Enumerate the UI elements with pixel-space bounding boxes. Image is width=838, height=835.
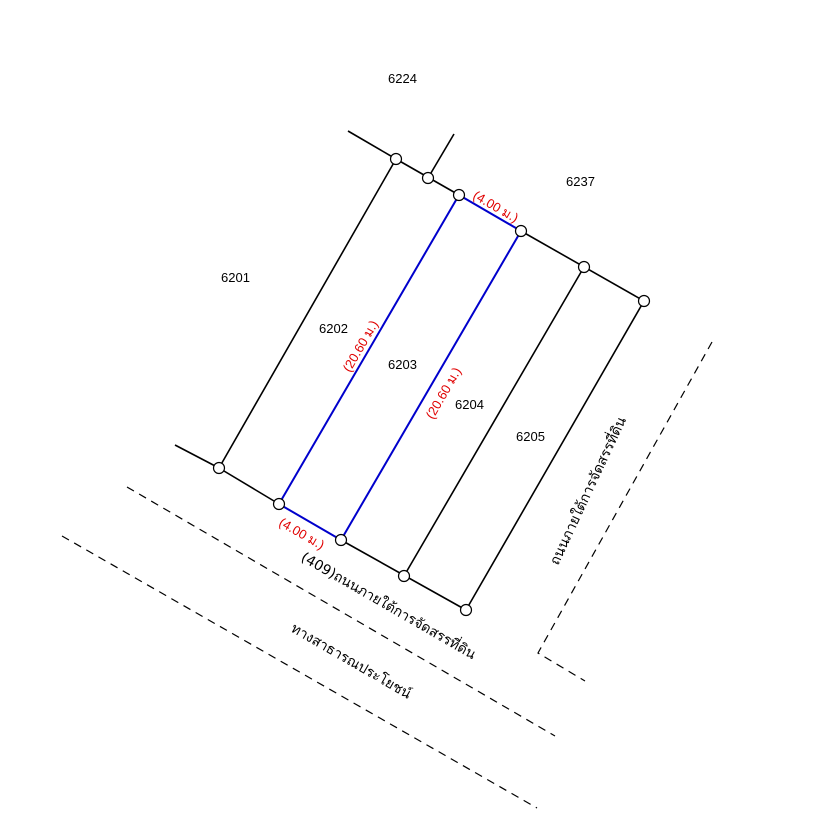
parcel-label-6201: 6201	[221, 270, 250, 285]
boundary-pin	[452, 188, 466, 202]
subject-left-boundary	[278, 194, 460, 505]
boundary-pin	[577, 260, 591, 274]
boundary-pin	[272, 497, 286, 511]
parcel-label-6204: 6204	[455, 397, 484, 412]
bottom-boundary-extension	[174, 444, 220, 469]
side-road-label: ถนนภายใต้การจัดสรรที่ดิน	[545, 413, 630, 567]
boundary-pin	[637, 294, 651, 308]
parcel-label-6205: 6205	[516, 429, 545, 444]
front-road-edge-outer	[61, 535, 538, 809]
bottom-boundary-a	[218, 467, 280, 505]
parcel-label-6203: 6203	[388, 357, 417, 372]
subject-bottom-boundary	[278, 503, 342, 541]
lot-line-6204-6205	[403, 266, 585, 577]
front-road-edge-inner	[126, 486, 556, 737]
dimension-bottom-width: (4.00 ม.)	[277, 515, 328, 553]
lot-line-6201-6202	[218, 158, 397, 469]
dimension-right-depth: (20.60 ม.)	[423, 365, 464, 422]
boundary-pin	[212, 461, 226, 475]
boundary-pin	[389, 152, 403, 166]
boundary-pin	[421, 171, 435, 185]
boundary-pin	[514, 224, 528, 238]
boundary-pin	[459, 603, 473, 617]
parcel-label-6224: 6224	[388, 71, 417, 86]
boundary-6224-spur	[427, 133, 455, 179]
boundary-pin	[334, 533, 348, 547]
lot-line-6205-road	[465, 300, 645, 611]
parcel-label-6237: 6237	[566, 174, 595, 189]
side-road-edge	[537, 341, 713, 682]
parcel-label-6202: 6202	[319, 321, 348, 336]
subject-top-boundary	[458, 194, 522, 232]
subject-right-boundary	[340, 230, 522, 541]
top-boundary-extension	[347, 130, 397, 160]
boundary-pin	[397, 569, 411, 583]
public-way-label: ทางสาธารณประโยชน์	[288, 620, 415, 703]
